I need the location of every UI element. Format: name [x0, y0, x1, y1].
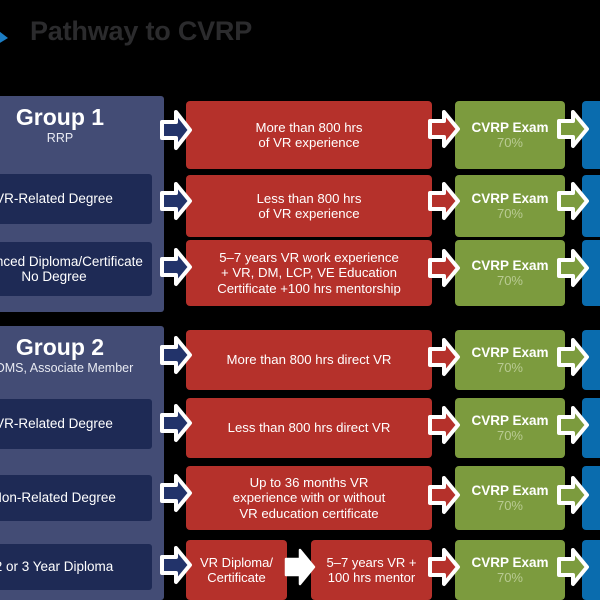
- group-1-title: Group 1: [15, 104, 105, 130]
- g2-r3-exam-score: 70%: [496, 497, 523, 513]
- group-2-criteria-0-label: VR-Related Degree: [0, 416, 113, 432]
- g2-r1-requirement[interactable]: More than 800 hrs direct VR: [186, 330, 432, 390]
- g2-r1-exam-name: CVRP Exam: [471, 344, 549, 360]
- arrow-g1-c1-to-r3-icon: [160, 248, 192, 296]
- arrow-g2-c2-to-r4-icon: [160, 546, 192, 594]
- arrow-g2-r3-to-exam-icon: [428, 476, 460, 524]
- group-2-header: Group 2 CDMS, Associate Member: [0, 326, 164, 381]
- g1-r2-exam[interactable]: CVRP Exam 70%: [455, 175, 565, 237]
- group-2-panel: Group 2 CDMS, Associate Member VR-Relate…: [0, 326, 164, 600]
- g1-r3-exam[interactable]: CVRP Exam 70%: [455, 240, 565, 306]
- arrow-g1-c0-to-r1-icon: [160, 108, 192, 162]
- arrow-g1-r3-exam-to-outcome-icon: [557, 249, 589, 297]
- g2-r1-outcome[interactable]: [582, 330, 600, 390]
- g2-r3-exam[interactable]: CVRP Exam 70%: [455, 466, 565, 530]
- g1-r1-exam-score: 70%: [496, 134, 523, 150]
- g2-r4-requirement-a-label: VR Diploma/Certificate: [200, 554, 273, 585]
- group-2-criteria-2[interactable]: 2 or 3 Year Diploma: [0, 544, 152, 590]
- arrow-g1-r3-to-exam-icon: [428, 249, 460, 297]
- group-2-criteria-1[interactable]: Non-Related Degree: [0, 475, 152, 521]
- g2-r4-exam-name: CVRP Exam: [471, 554, 549, 570]
- g2-r3-outcome[interactable]: [582, 466, 600, 530]
- g1-r3-exam-score: 70%: [496, 272, 523, 288]
- g2-r4-requirement-a[interactable]: VR Diploma/Certificate: [186, 540, 287, 600]
- arrow-g2-r4-a-to-b-icon: [284, 548, 316, 596]
- group-1-criteria-0-label: VR-Related Degree: [0, 191, 113, 207]
- arrow-g2-r3-exam-to-outcome-icon: [557, 476, 589, 524]
- group-1-subtitle: RRP: [46, 131, 74, 146]
- group-2-subtitle: CDMS, Associate Member: [0, 361, 134, 376]
- group-2-title: Group 2: [15, 334, 105, 360]
- arrow-g1-r2-exam-to-outcome-icon: [557, 182, 589, 230]
- g2-r4-requirement-b-label: 5–7 years VR +100 hrs mentor: [326, 554, 417, 585]
- g2-r1-requirement-label: More than 800 hrs direct VR: [226, 352, 392, 368]
- g1-r3-requirement[interactable]: 5–7 years VR work experience+ VR, DM, LC…: [186, 240, 432, 306]
- arrow-g1-r1-to-exam-icon: [428, 110, 460, 158]
- g2-r1-exam[interactable]: CVRP Exam 70%: [455, 330, 565, 390]
- g2-r1-exam-score: 70%: [496, 359, 523, 375]
- arrow-g2-c0-to-r1-icon: [160, 336, 192, 384]
- g1-r2-exam-score: 70%: [496, 205, 523, 221]
- arrow-g2-r4-exam-to-outcome-icon: [557, 548, 589, 596]
- g1-r1-outcome[interactable]: [582, 101, 600, 169]
- arrow-g2-r1-to-exam-icon: [428, 338, 460, 386]
- g2-r2-outcome[interactable]: [582, 398, 600, 458]
- arrow-g2-c1-to-r3-icon: [160, 474, 192, 522]
- g1-r3-exam-name: CVRP Exam: [471, 257, 549, 273]
- arrow-g1-c0-to-r2-icon: [160, 182, 192, 230]
- g1-r2-exam-name: CVRP Exam: [471, 190, 549, 206]
- arrow-g1-r1-exam-to-outcome-icon: [557, 110, 589, 158]
- g2-r3-exam-name: CVRP Exam: [471, 482, 549, 498]
- group-1-panel: Group 1 RRP VR-Related Degree Advanced D…: [0, 96, 164, 312]
- arrow-g1-r2-to-exam-icon: [428, 182, 460, 230]
- g2-r2-exam[interactable]: CVRP Exam 70%: [455, 398, 565, 458]
- g2-r2-exam-name: CVRP Exam: [471, 412, 549, 428]
- arrow-g2-r2-exam-to-outcome-icon: [557, 406, 589, 454]
- g2-r4-exam-score: 70%: [496, 569, 523, 585]
- page-title: Pathway to CVRP: [30, 16, 253, 46]
- group-2-criteria-1-label: Non-Related Degree: [0, 490, 116, 506]
- group-1-criteria-0[interactable]: VR-Related Degree: [0, 174, 152, 224]
- group-2-criteria-0[interactable]: VR-Related Degree: [0, 399, 152, 449]
- arrow-g2-r2-to-exam-icon: [428, 406, 460, 454]
- g2-r2-requirement-label: Less than 800 hrs direct VR: [227, 420, 391, 436]
- arrow-g2-r1-exam-to-outcome-icon: [557, 338, 589, 386]
- g2-r4-requirement-b[interactable]: 5–7 years VR +100 hrs mentor: [311, 540, 432, 600]
- arrow-g2-r4-to-exam-icon: [428, 548, 460, 596]
- g2-r2-requirement[interactable]: Less than 800 hrs direct VR: [186, 398, 432, 458]
- group-2-criteria-2-label: 2 or 3 Year Diploma: [0, 559, 114, 575]
- group-1-header: Group 1 RRP: [0, 96, 164, 151]
- g1-r1-exam-name: CVRP Exam: [471, 119, 549, 135]
- g1-r3-requirement-label: 5–7 years VR work experience+ VR, DM, LC…: [217, 250, 401, 296]
- g1-r1-exam[interactable]: CVRP Exam 70%: [455, 101, 565, 169]
- header-bar: Pathway to CVRP: [0, 0, 600, 88]
- arrow-g2-c0-to-r2-icon: [160, 404, 192, 452]
- g2-r4-outcome[interactable]: [582, 540, 600, 600]
- g2-r2-exam-score: 70%: [496, 427, 523, 443]
- blue-triangle-logo-icon: [0, 26, 12, 48]
- g1-r3-outcome[interactable]: [582, 240, 600, 306]
- g1-r2-outcome[interactable]: [582, 175, 600, 237]
- g2-r4-exam[interactable]: CVRP Exam 70%: [455, 540, 565, 600]
